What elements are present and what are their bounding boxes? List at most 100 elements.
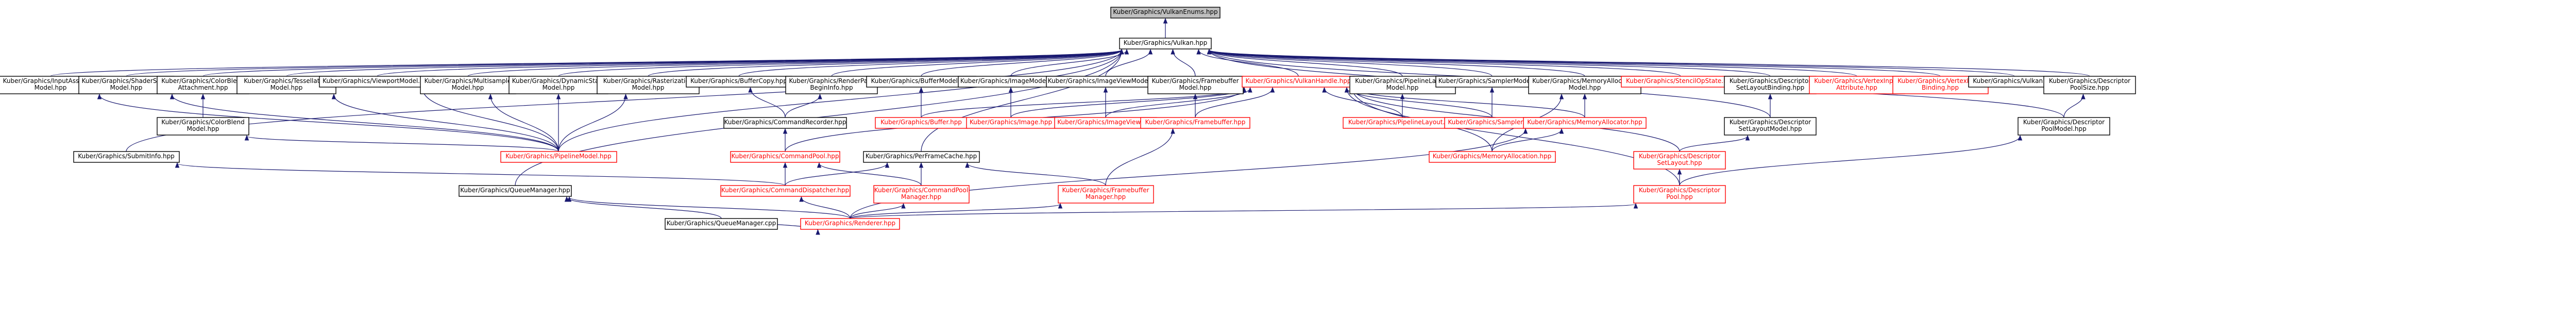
node-box xyxy=(2018,117,2110,136)
node-command-recorder[interactable]: Kuber/Graphics/CommandRecorder.hpp xyxy=(723,117,847,129)
node-box xyxy=(1724,76,1817,94)
edge-vertex-input-binding-to-vulkan-hpp xyxy=(1207,48,1941,77)
node-label: Kuber/Graphics/BufferModel.hpp xyxy=(871,77,972,85)
edge-line xyxy=(967,163,1106,186)
node-desc-set-layout-binding[interactable]: Kuber/Graphics/DescriptorSetLayoutBindin… xyxy=(1724,76,1817,94)
edge-arrowhead xyxy=(1163,18,1168,24)
node-label: Kuber/Graphics/PipelineModel.hpp xyxy=(505,153,612,160)
edge-line xyxy=(558,94,626,152)
node-label: Kuber/Graphics/BufferCopy.hpp xyxy=(690,77,787,85)
node-sampler[interactable]: Kuber/Graphics/Sampler.hpp xyxy=(1444,117,1540,129)
node-label: Attachment.hpp xyxy=(178,84,228,91)
edge-line xyxy=(1209,49,2090,77)
node-box xyxy=(1119,38,1212,49)
node-per-frame-cache[interactable]: Kuber/Graphics/PerFrameCache.hpp xyxy=(863,151,980,163)
node-label: Kuber/Graphics/CommandPool xyxy=(874,187,968,194)
edge-line xyxy=(1679,136,1748,152)
edge-line xyxy=(177,163,786,186)
node-vulkan-hpp[interactable]: Kuber/Graphics/Vulkan.hpp xyxy=(1119,38,1212,49)
node-image-view-model[interactable]: Kuber/Graphics/ImageViewModel.hpp xyxy=(1046,76,1166,88)
edge-line xyxy=(569,197,851,219)
node-box xyxy=(1429,151,1556,163)
edge-command-recorder-to-buffer-copy xyxy=(748,87,786,118)
node-label: Kuber/Graphics/InputAssembly xyxy=(3,77,98,85)
edge-arrowhead xyxy=(885,162,890,168)
edge-line xyxy=(333,94,559,152)
node-stencil-op-state[interactable]: Kuber/Graphics/StencilOpState.hpp xyxy=(1621,76,1741,88)
node-image-view[interactable]: Kuber/Graphics/ImageView.hpp xyxy=(1054,117,1157,129)
node-label: Kuber/Graphics/Renderer.hpp xyxy=(805,220,895,227)
edge-pipeline-model-to-tessellation xyxy=(331,93,559,152)
node-memory-allocation[interactable]: Kuber/Graphics/MemoryAllocation.hpp xyxy=(1429,151,1556,163)
node-vulkan-handle[interactable]: Kuber/Graphics/VulkanHandle.hpp xyxy=(1242,76,1355,88)
node-command-dispatcher[interactable]: Kuber/Graphics/CommandDispatcher.hpp xyxy=(720,185,851,197)
node-label: Kuber/Graphics/RenderPass xyxy=(789,77,874,85)
node-desc-set-layout-model[interactable]: Kuber/Graphics/DescriptorSetLayoutModel.… xyxy=(1724,117,1817,136)
node-framebuffer[interactable]: Kuber/Graphics/Framebuffer.hpp xyxy=(1140,117,1250,129)
edge-desc-pool-to-desc-set-layout xyxy=(1677,169,1682,186)
node-submit-info[interactable]: Kuber/Graphics/SubmitInfo.hpp xyxy=(73,151,180,163)
edge-line xyxy=(831,49,1122,77)
edge-line xyxy=(1209,49,1585,77)
node-memory-allocator[interactable]: Kuber/Graphics/MemoryAllocator.hpp xyxy=(1523,117,1647,129)
node-viewport-model[interactable]: Kuber/Graphics/ViewportModel.hpp xyxy=(319,76,436,88)
node-buffer-model[interactable]: Kuber/Graphics/BufferModel.hpp xyxy=(866,76,976,88)
node-label: SetLayoutModel.hpp xyxy=(1738,125,1802,132)
edge-line xyxy=(819,163,922,186)
edge-arrowhead xyxy=(170,93,175,99)
edge-framebuffer-manager-to-framebuffer xyxy=(1105,128,1175,186)
edge-line xyxy=(558,49,1122,152)
edge-line xyxy=(2063,94,2084,118)
node-label: Model.hpp xyxy=(35,84,67,91)
node-queue-manager-hpp[interactable]: Kuber/Graphics/QueueManager.hpp xyxy=(459,185,572,197)
edge-arrowhead xyxy=(2018,135,2023,141)
node-layer: Kuber/Graphics/VulkanEnums.hppKuber/Grap… xyxy=(0,7,2136,230)
node-root[interactable]: Kuber/Graphics/VulkanEnums.hpp xyxy=(1110,7,1221,19)
edge-arrowhead xyxy=(331,93,336,99)
node-sampler-model[interactable]: Kuber/Graphics/SamplerModel.hpp xyxy=(1435,76,1549,88)
node-label: Kuber/Graphics/SubmitInfo.hpp xyxy=(78,153,175,160)
edge-desc-pool-to-desc-pool-model xyxy=(1679,135,2023,186)
node-renderer[interactable]: Kuber/Graphics/Renderer.hpp xyxy=(800,218,900,230)
edge-arrowhead xyxy=(1196,48,1201,55)
node-label: Kuber/Graphics/ImageModel.hpp xyxy=(960,77,1061,85)
edge-arrowhead xyxy=(2081,93,2086,99)
node-label: SetLayout.hpp xyxy=(1657,159,1702,166)
node-label: Kuber/Graphics/PipelineLayout xyxy=(1355,77,1450,85)
edge-arrowhead xyxy=(564,196,569,202)
node-image[interactable]: Kuber/Graphics/Image.hpp xyxy=(966,117,1056,129)
edge-arrowhead xyxy=(175,162,180,168)
node-box xyxy=(1523,117,1647,129)
edge-line xyxy=(850,204,1061,219)
node-box xyxy=(500,151,617,163)
node-box xyxy=(157,117,249,136)
node-buffer[interactable]: Kuber/Graphics/Buffer.hpp xyxy=(875,117,968,129)
node-label: Kuber/Graphics/Framebuffer.hpp xyxy=(1145,119,1246,126)
node-pipeline-model[interactable]: Kuber/Graphics/PipelineModel.hpp xyxy=(500,151,617,163)
edge-image-to-image-model xyxy=(1008,87,1013,117)
node-buffer-copy[interactable]: Kuber/Graphics/BufferCopy.hpp xyxy=(686,76,792,88)
node-pipeline-layout[interactable]: Kuber/Graphics/PipelineLayout.hpp xyxy=(1343,117,1463,129)
node-label: Kuber/Graphics/ImageView.hpp xyxy=(1057,119,1154,126)
node-command-pool[interactable]: Kuber/Graphics/CommandPool.hpp xyxy=(730,151,840,163)
edge-command-pool-manager-to-per-frame-cache xyxy=(919,162,924,186)
node-label: Kuber/Graphics/VertexInput xyxy=(1814,77,1900,85)
node-queue-manager-cpp[interactable]: Kuber/Graphics/QueueManager.cpp xyxy=(665,218,778,230)
edge-renderer-to-desc-pool xyxy=(850,203,1638,219)
